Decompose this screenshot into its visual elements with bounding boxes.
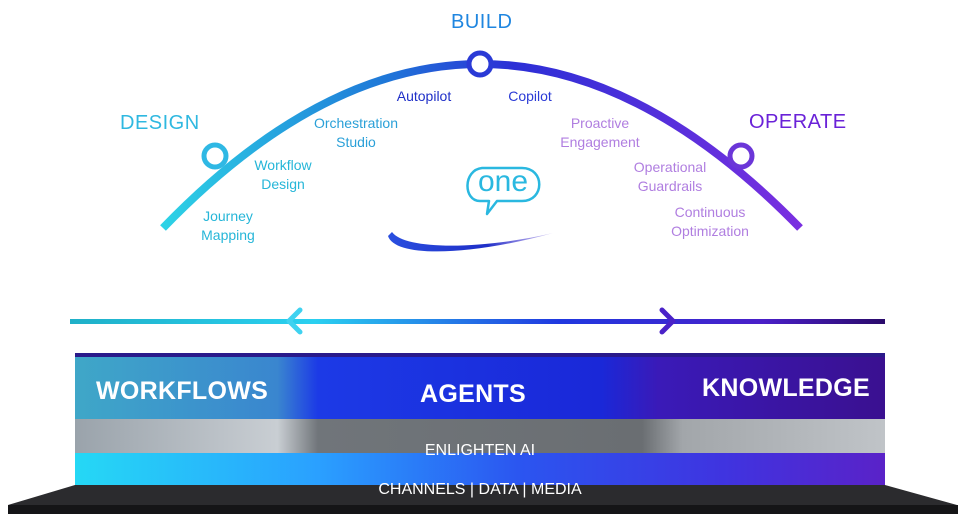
operate-node (727, 142, 755, 170)
swoosh-decoration (388, 232, 553, 252)
build-node (466, 50, 494, 78)
step-journey-mapping: Journey Mapping (201, 208, 255, 243)
step-continuous-optimization: Continuous Optimization (671, 204, 749, 239)
step-operational-guardrails: Operational Guardrails (633, 159, 707, 194)
step-copilot: Copilot (508, 88, 552, 104)
chevron-right-icon (659, 307, 676, 335)
flow-line (70, 319, 885, 324)
step-workflow-design: Workflow Design (254, 157, 312, 192)
one-logo-text: one (477, 165, 529, 198)
middle-band (75, 419, 885, 453)
low-band (75, 453, 885, 485)
step-proactive-engagement: Proactive Engagement (560, 115, 640, 150)
stage-operate-label: OPERATE (749, 111, 847, 133)
design-node (201, 142, 229, 170)
channels-data-media-label: CHANNELS | DATA | MEDIA (378, 481, 582, 498)
knowledge-label: KNOWLEDGE (702, 374, 870, 402)
top-band (75, 357, 885, 419)
enlighten-ai-label: ENLIGHTEN AI (424, 442, 536, 459)
stage-design-label: DESIGN (120, 112, 200, 134)
agents-label: AGENTS (420, 380, 526, 408)
chevron-left-icon (286, 307, 303, 335)
step-autopilot: Autopilot (396, 88, 452, 104)
stage-build-label: BUILD (451, 11, 513, 33)
one-logo-icon (466, 166, 541, 216)
step-orchestration-studio: Orchestration Studio (313, 115, 399, 150)
top-lip (75, 353, 885, 358)
workflows-label: WORKFLOWS (96, 377, 269, 405)
